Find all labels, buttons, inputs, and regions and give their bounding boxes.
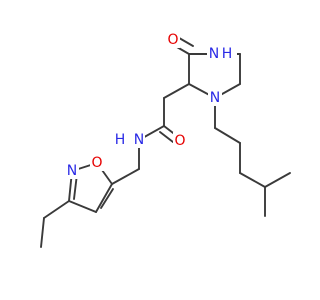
bond: [40, 217, 45, 248]
amide-nh-h: H: [115, 132, 126, 148]
bond: [214, 127, 241, 144]
bond: [100, 188, 114, 209]
amide-nh-n: N: [134, 132, 144, 148]
isoxazole-o: O: [91, 155, 102, 171]
molecule-diagram: N H O N O H N O N: [40, 31, 291, 248]
amide-nh-label: H N: [113, 131, 145, 148]
isoxazole-n-label: N: [65, 162, 79, 179]
bond: [43, 200, 70, 219]
bond: [239, 172, 266, 188]
bonds: [40, 34, 291, 248]
amide-o: O: [174, 133, 185, 149]
amide-o-label: O: [173, 132, 187, 149]
ring-n: N: [210, 90, 220, 106]
bond: [163, 83, 190, 99]
isoxazole-o-label: O: [90, 154, 104, 171]
bond: [68, 200, 97, 213]
bond: [95, 183, 113, 213]
bond: [111, 168, 140, 185]
atom-labels: N H O N O H N O N: [65, 31, 237, 179]
ring-n-label: N: [208, 89, 222, 106]
ring-nh-h: H: [222, 46, 233, 62]
ring-carbonyl-o-label: O: [166, 31, 180, 48]
bond: [159, 131, 174, 143]
ring-carbonyl-o: O: [167, 32, 178, 48]
bond: [264, 172, 291, 188]
ring-nh-n: N: [209, 46, 219, 62]
ring-nh-label: N H: [207, 45, 237, 62]
isoxazole-n: N: [67, 163, 77, 179]
